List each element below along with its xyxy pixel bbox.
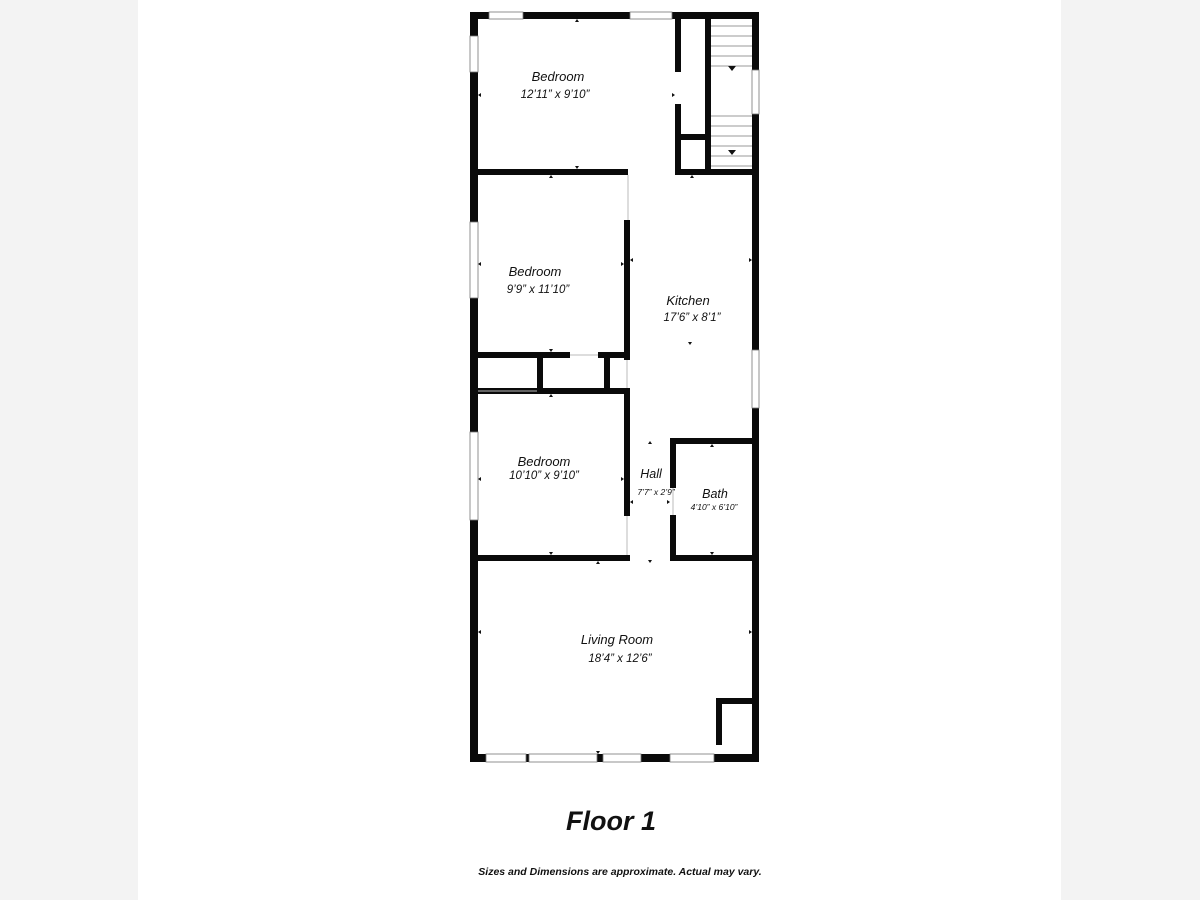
door-openings xyxy=(478,175,674,555)
room-name: Bath xyxy=(702,487,728,501)
room-name: Bedroom xyxy=(508,264,562,279)
outer-walls xyxy=(470,12,759,762)
room-name: Bedroom xyxy=(517,454,571,469)
room-name: Kitchen xyxy=(666,293,710,308)
interior-walls xyxy=(470,12,758,745)
room-name: Bedroom xyxy=(531,69,585,84)
room-name: Hall xyxy=(640,467,662,481)
windows xyxy=(469,11,760,763)
floor-title: Floor 1 xyxy=(565,806,657,836)
room-dimensions: 12’11” x 9’10” xyxy=(520,89,590,101)
dimension-ticks xyxy=(478,19,752,754)
room-dimensions: 7’7” x 2’9” xyxy=(637,487,675,497)
room-dimensions: 17’6” x 8’1” xyxy=(663,312,721,324)
disclaimer-text: Sizes and Dimensions are approximate. Ac… xyxy=(478,866,762,878)
room-dimensions: 9’9” x 11’10” xyxy=(506,284,570,296)
stairs xyxy=(711,25,752,167)
floor-plan-sheet xyxy=(138,0,1061,900)
room-dimensions: 18’4” x 12’6” xyxy=(588,653,652,665)
room-dimensions: 10’10” x 9’10” xyxy=(509,470,579,482)
room-name: Living Room xyxy=(580,632,654,647)
room-dimensions: 4’10” x 6’10” xyxy=(690,502,738,512)
stair-arrows xyxy=(728,66,736,155)
